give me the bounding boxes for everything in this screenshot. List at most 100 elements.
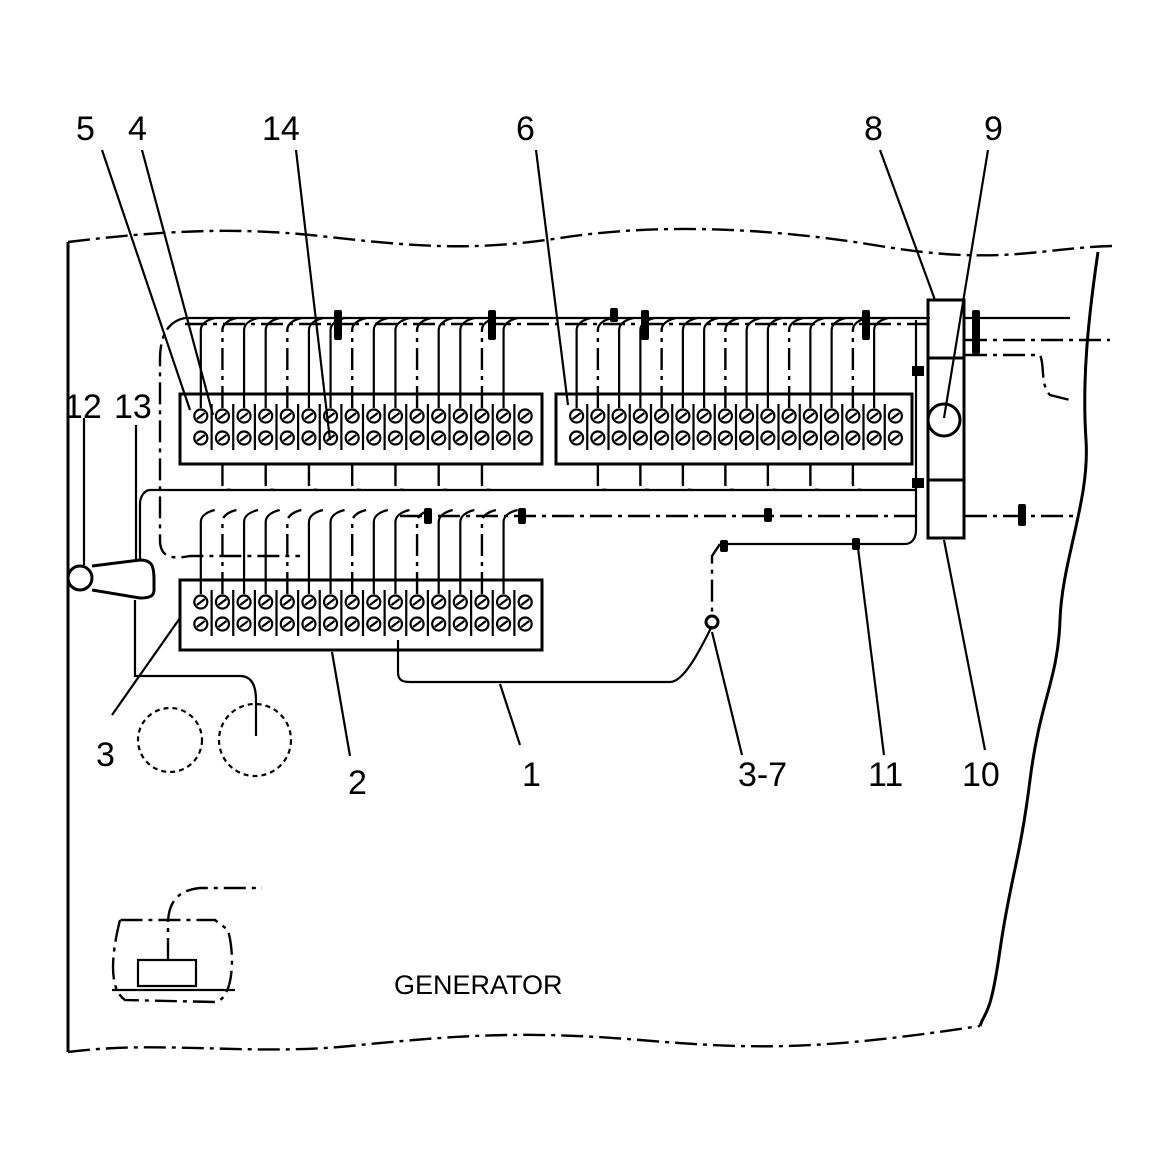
drop-wire (242, 316, 259, 408)
callout-14: 14 (262, 110, 300, 148)
terminal-screw (675, 430, 691, 446)
callout-9: 9 (984, 110, 1003, 148)
generator-caption: GENERATOR (394, 970, 563, 1000)
terminal-screw (431, 616, 447, 632)
terminal-screw (214, 408, 231, 424)
terminal-screw (236, 594, 252, 610)
callout-4: 4 (128, 110, 147, 148)
drop-wire (596, 316, 613, 408)
terminal-screw (193, 594, 209, 610)
drop-wire (394, 316, 410, 408)
wire-clip (334, 310, 342, 340)
drop-wire (199, 316, 216, 408)
terminal-screw (344, 408, 360, 424)
terminal-screw (495, 594, 512, 610)
terminal-screw (279, 430, 295, 446)
terminal-screw (717, 430, 733, 446)
drop-wire (766, 316, 783, 408)
terminal-screw (739, 430, 755, 446)
drop-wire (681, 316, 698, 408)
terminal-screw (366, 408, 382, 424)
terminal-screw (739, 408, 755, 424)
terminal-screw (611, 430, 627, 446)
wire-clip (1018, 504, 1026, 526)
terminal-screw (474, 616, 490, 632)
terminal-screw (193, 408, 209, 424)
wire-clip (720, 540, 728, 552)
wire-clip (852, 538, 860, 550)
wire-clip (518, 508, 526, 524)
drop-wire (480, 508, 497, 594)
callout-3-7: 3-7 (738, 756, 787, 794)
terminal-screw (279, 408, 295, 424)
terminal-screw (654, 408, 670, 424)
terminal-screw (632, 430, 648, 446)
ring-terminal-3-7 (704, 614, 720, 630)
drop-wire (242, 508, 259, 594)
callout-2: 2 (348, 764, 367, 802)
terminal-screw (214, 594, 231, 610)
terminal-screw (214, 616, 231, 632)
terminal-screw (409, 408, 425, 424)
drop-wire (873, 316, 889, 408)
drop-wire (394, 464, 408, 492)
terminal-screw (866, 408, 882, 424)
terminal-screw (887, 408, 903, 424)
terminal-screw (474, 408, 490, 424)
terminal-strips (178, 392, 914, 652)
terminal-screw (474, 430, 490, 446)
callout-11: 11 (868, 756, 903, 794)
terminal-screw (632, 408, 648, 424)
callout-8: 8 (864, 110, 883, 148)
drop-wire (221, 464, 235, 492)
drop-wire (221, 508, 237, 594)
terminal-screw (366, 430, 382, 446)
terminal-screw (344, 616, 360, 632)
terminal-screw (366, 594, 382, 610)
drop-wire (502, 508, 518, 594)
component-12-13 (66, 558, 156, 600)
terminal-screw (517, 430, 533, 446)
terminal-screw (696, 430, 712, 446)
upper-right-terminal-strip (554, 392, 914, 466)
terminal-screw (781, 430, 797, 446)
terminal-screw (696, 408, 712, 424)
terminal-screw (431, 430, 447, 446)
terminal-screw (887, 430, 903, 446)
terminal-screw (258, 616, 274, 632)
drop-wire (787, 316, 804, 408)
drop-wire (480, 464, 494, 492)
drop-wire (830, 316, 846, 408)
terminal-screw (452, 430, 468, 446)
drop-wire (350, 464, 365, 492)
terminal-screw (452, 408, 468, 424)
terminal-screw (517, 616, 533, 632)
terminal-screw (214, 430, 231, 446)
drop-wire (199, 508, 216, 594)
terminal-screw (387, 594, 404, 610)
terminal-screw (279, 594, 295, 610)
wire-clip (972, 310, 980, 354)
terminal-screw (517, 408, 533, 424)
drop-wire (618, 316, 634, 408)
terminal-screw (387, 430, 404, 446)
callout-3: 3 (96, 736, 115, 774)
terminal-screw (760, 430, 776, 446)
drop-wire (307, 508, 324, 594)
drop-wire (307, 316, 324, 408)
terminal-screw (236, 430, 252, 446)
drop-wire (724, 464, 738, 492)
terminal-screw (824, 430, 840, 446)
harness-clips (334, 308, 1026, 552)
drop-wire (766, 464, 780, 492)
terminal-screw (845, 430, 861, 446)
terminal-screw (193, 616, 209, 632)
terminal-screw (258, 594, 274, 610)
terminal-screw (258, 430, 274, 446)
drop-wire (596, 464, 610, 492)
terminal-screw (322, 430, 339, 446)
terminal-screw (236, 408, 252, 424)
terminal-screw (322, 594, 339, 610)
drop-wire (575, 316, 591, 408)
